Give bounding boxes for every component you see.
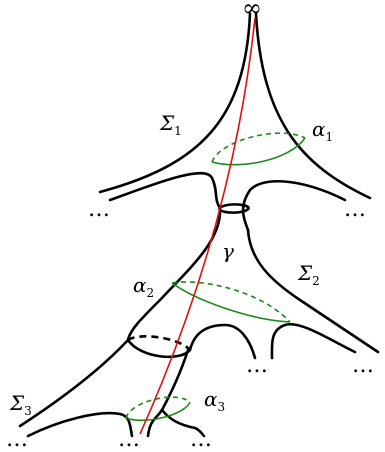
alpha3-front [125, 401, 191, 422]
outline-neck-left [126, 206, 222, 342]
alpha1-label: α1 [312, 117, 333, 144]
ellipsis-right: … [352, 353, 375, 378]
outline-top-right [254, 12, 372, 200]
alpha2-label: α2 [133, 273, 154, 300]
ellipsis-top-left: … [88, 197, 111, 222]
gamma-path [139, 17, 256, 435]
surface-outline [18, 12, 380, 438]
throat-upper-front [217, 207, 251, 214]
ellipsis-top-right: … [344, 197, 367, 222]
outline-top-left [98, 12, 252, 194]
sigma1-label: Σ1 [159, 111, 182, 138]
ellipsis-bottom-left: … [6, 427, 29, 452]
outline-neck-right [246, 228, 380, 354]
alpha3-label: α3 [204, 387, 225, 414]
outline-sigma2-bump [188, 323, 257, 360]
outline-top-right-lip [241, 180, 347, 232]
alpha1-back [211, 132, 306, 163]
outline-sigma3-right [160, 408, 206, 438]
alpha2-back [171, 281, 291, 323]
outline-sigma3-bottom [26, 411, 134, 438]
ellipsis-bottom-right: … [190, 427, 213, 452]
ellipsis-middle: … [246, 353, 269, 378]
throat-lower-front [126, 339, 191, 359]
outline-sigma3-left [18, 338, 130, 428]
outline-sigma2-lower [270, 322, 357, 360]
alpha3-back [125, 396, 191, 419]
throat-lower-back [127, 335, 191, 351]
alpha1-front [211, 137, 306, 166]
alpha-curves [125, 132, 306, 422]
gamma-label: γ [222, 239, 234, 263]
alpha2-front [171, 282, 291, 323]
sigma2-label: Σ2 [297, 261, 320, 288]
outline-top-left-lip [108, 171, 222, 210]
sigma3-label: Σ3 [9, 391, 32, 418]
infinity-label: ∞ [242, 0, 262, 22]
ellipsis-bottom-middle: … [118, 427, 141, 452]
